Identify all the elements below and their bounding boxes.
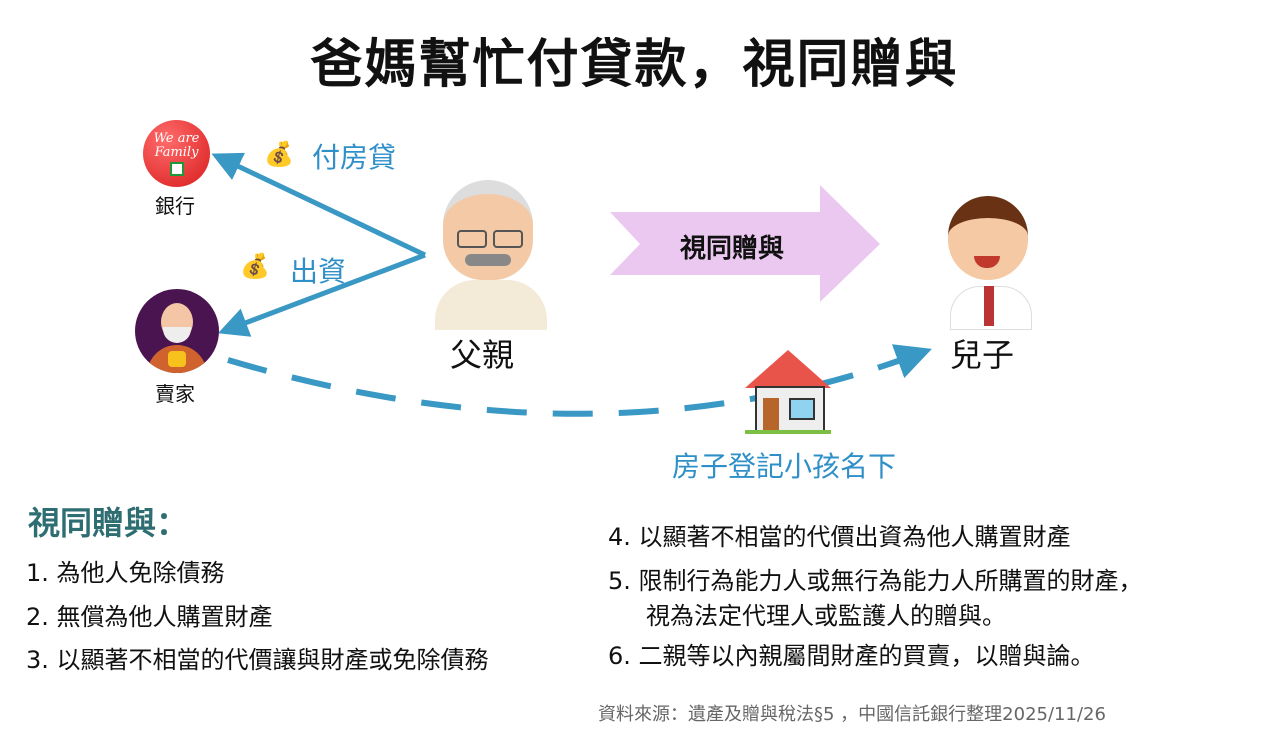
father-illustration	[435, 180, 547, 330]
item-number: 5.	[608, 567, 631, 595]
seller-avatar	[135, 289, 219, 373]
gift-item: 4. 以顯著不相當的代價出資為他人購置財產	[608, 517, 1071, 552]
gift-arrow-label: 視同贈與	[680, 234, 785, 264]
source-note: 資料來源：遺產及贈與稅法§5 ，中國信託銀行整理2025/11/26	[598, 704, 1106, 725]
house-icon	[745, 350, 831, 434]
pay-mortgage-label: 付房貸	[312, 141, 397, 174]
item-number: 6.	[608, 642, 631, 670]
son-illustration	[942, 190, 1037, 330]
gift-item: 3. 以顯著不相當的代價讓與財產或免除債務	[26, 640, 489, 675]
item-text: 無償為他人購置財產	[56, 603, 273, 631]
item-text: 以顯著不相當的代價出資為他人購置財產	[638, 523, 1071, 551]
father-label: 父親	[450, 336, 515, 374]
item-text: 為他人免除債務	[56, 559, 225, 587]
gift-section-heading: 視同贈與：	[28, 504, 189, 542]
fund-label: 出資	[290, 255, 347, 288]
item-text-continued: 視為法定代理人或監護人的贈與。	[646, 602, 1006, 630]
fund-arrow	[217, 252, 426, 337]
house-registered-label: 房子登記小孩名下	[672, 450, 897, 483]
seller-label: 賣家	[155, 382, 195, 406]
coins-icon: 💰	[264, 140, 294, 168]
item-number: 3.	[26, 646, 49, 674]
item-text: 二親等以內親屬間財產的買賣，以贈與論。	[638, 642, 1095, 670]
bank-label: 銀行	[155, 194, 195, 218]
item-number: 1.	[26, 559, 49, 587]
coins-icon: 💰	[240, 252, 270, 280]
item-text: 以顯著不相當的代價讓與財產或免除債務	[56, 646, 489, 674]
gift-item: 2. 無償為他人購置財產	[26, 597, 273, 632]
item-number: 2.	[26, 603, 49, 631]
item-number: 4.	[608, 523, 631, 551]
page-title: 爸媽幫忙付貸款，視同贈與	[310, 35, 959, 95]
gift-item: 6. 二親等以內親屬間財產的買賣，以贈與論。	[608, 636, 1095, 671]
gift-item: 1. 為他人免除債務	[26, 553, 225, 588]
pay-mortgage-arrow	[211, 152, 427, 258]
gift-pink-arrow	[610, 185, 880, 302]
gift-item: 5. 限制行為能力人或無行為能力人所購置的財產， 視為法定代理人或監護人的贈與。	[608, 561, 1143, 631]
son-label: 兒子	[950, 336, 1015, 374]
item-text: 限制行為能力人或無行為能力人所購置的財產，	[638, 567, 1143, 595]
